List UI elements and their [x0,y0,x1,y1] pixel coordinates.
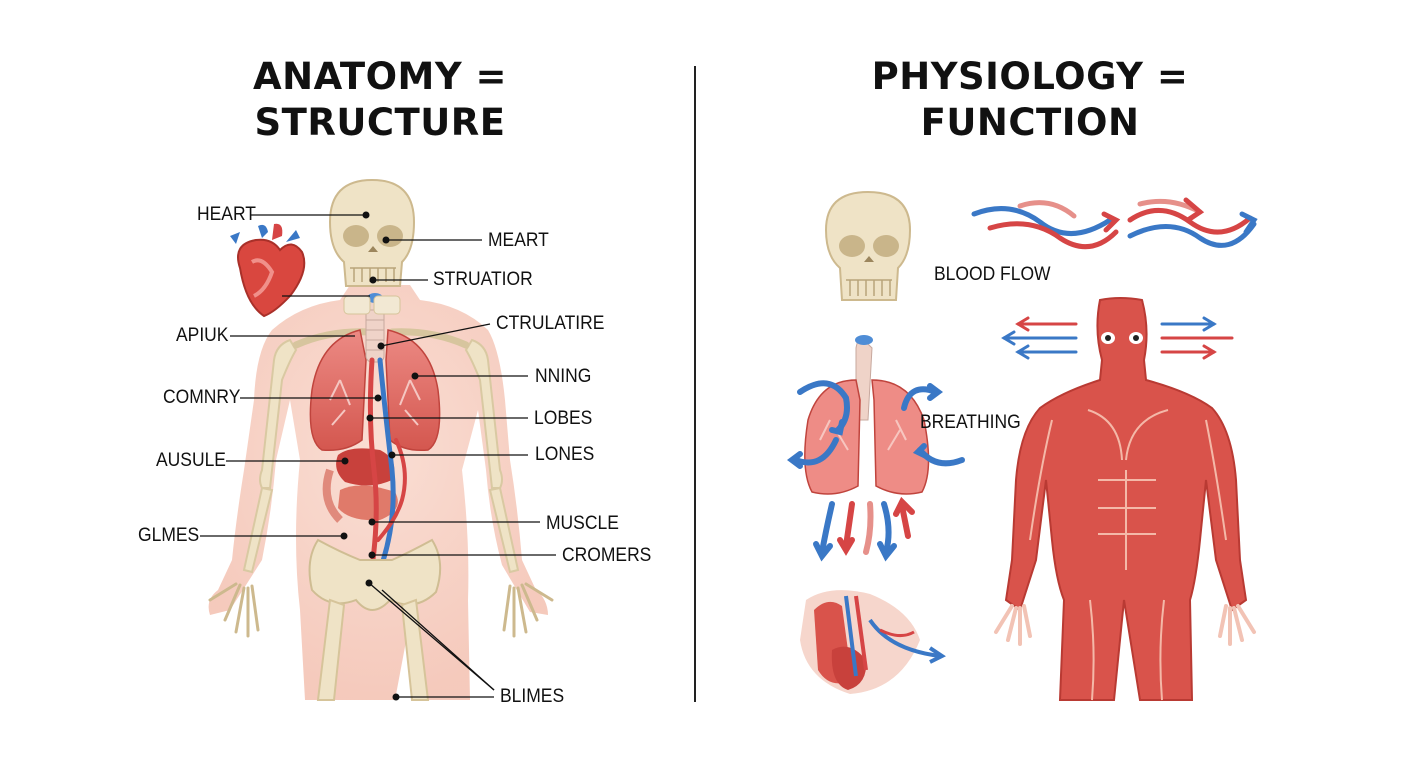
label-ausule: AUSULE [156,450,226,471]
hand-bones [208,582,554,638]
label-apiuk: APIUK [176,325,229,346]
physiology-title: PHYSIOLOGY = FUNCTION [830,54,1230,146]
label-glmes: GLMES [138,525,200,546]
anatomy-title: ANATOMY = STRUCTURE [180,54,580,146]
label-comnry: COMNRY [163,387,241,408]
anatomy-title-line2: STRUCTURE [254,101,506,144]
physiology-title-line1: PHYSIOLOGY = [871,55,1189,98]
leader-dots [340,211,419,701]
leader-lines [200,214,556,698]
label-cromers: CROMERS [562,545,652,566]
label-ctrulatire: CTRULATIRE [496,313,605,334]
label-heart: HEART [197,204,256,225]
label-blimes: BLIMES [500,686,565,707]
label-lobes: LOBES [534,408,593,429]
breathing-lungs [804,335,930,495]
leg-bones [316,598,430,701]
breathing-arrows [787,380,965,562]
heart-illustration [230,223,306,318]
muscle-hands [994,604,1256,646]
rib-cage [292,328,470,349]
muscle-closeup [800,590,946,694]
anatomy-title-line1: ANATOMY = [252,55,508,98]
label-breathing: BREATHING [920,412,1021,433]
label-lones: LONES [535,444,595,465]
physiology-title-line2: FUNCTION [920,101,1140,144]
muscular-body [1004,297,1248,701]
arm-bones [242,338,520,574]
label-nning: NNING [535,366,592,387]
label-blood-flow: BLOOD FLOW [934,264,1051,285]
abdominal-organs [322,448,398,523]
lungs [309,329,441,452]
blood-vessels [367,357,407,588]
skull [328,178,416,315]
panel-divider [694,66,696,702]
physiology-skull [824,190,912,301]
label-muscle: MUSCLE [546,513,619,534]
circulation-arrows [1001,316,1234,360]
label-meart: MEART [488,230,549,251]
label-struatior: STRUATIOR [433,269,533,290]
blood-flow-arrows [971,197,1258,250]
